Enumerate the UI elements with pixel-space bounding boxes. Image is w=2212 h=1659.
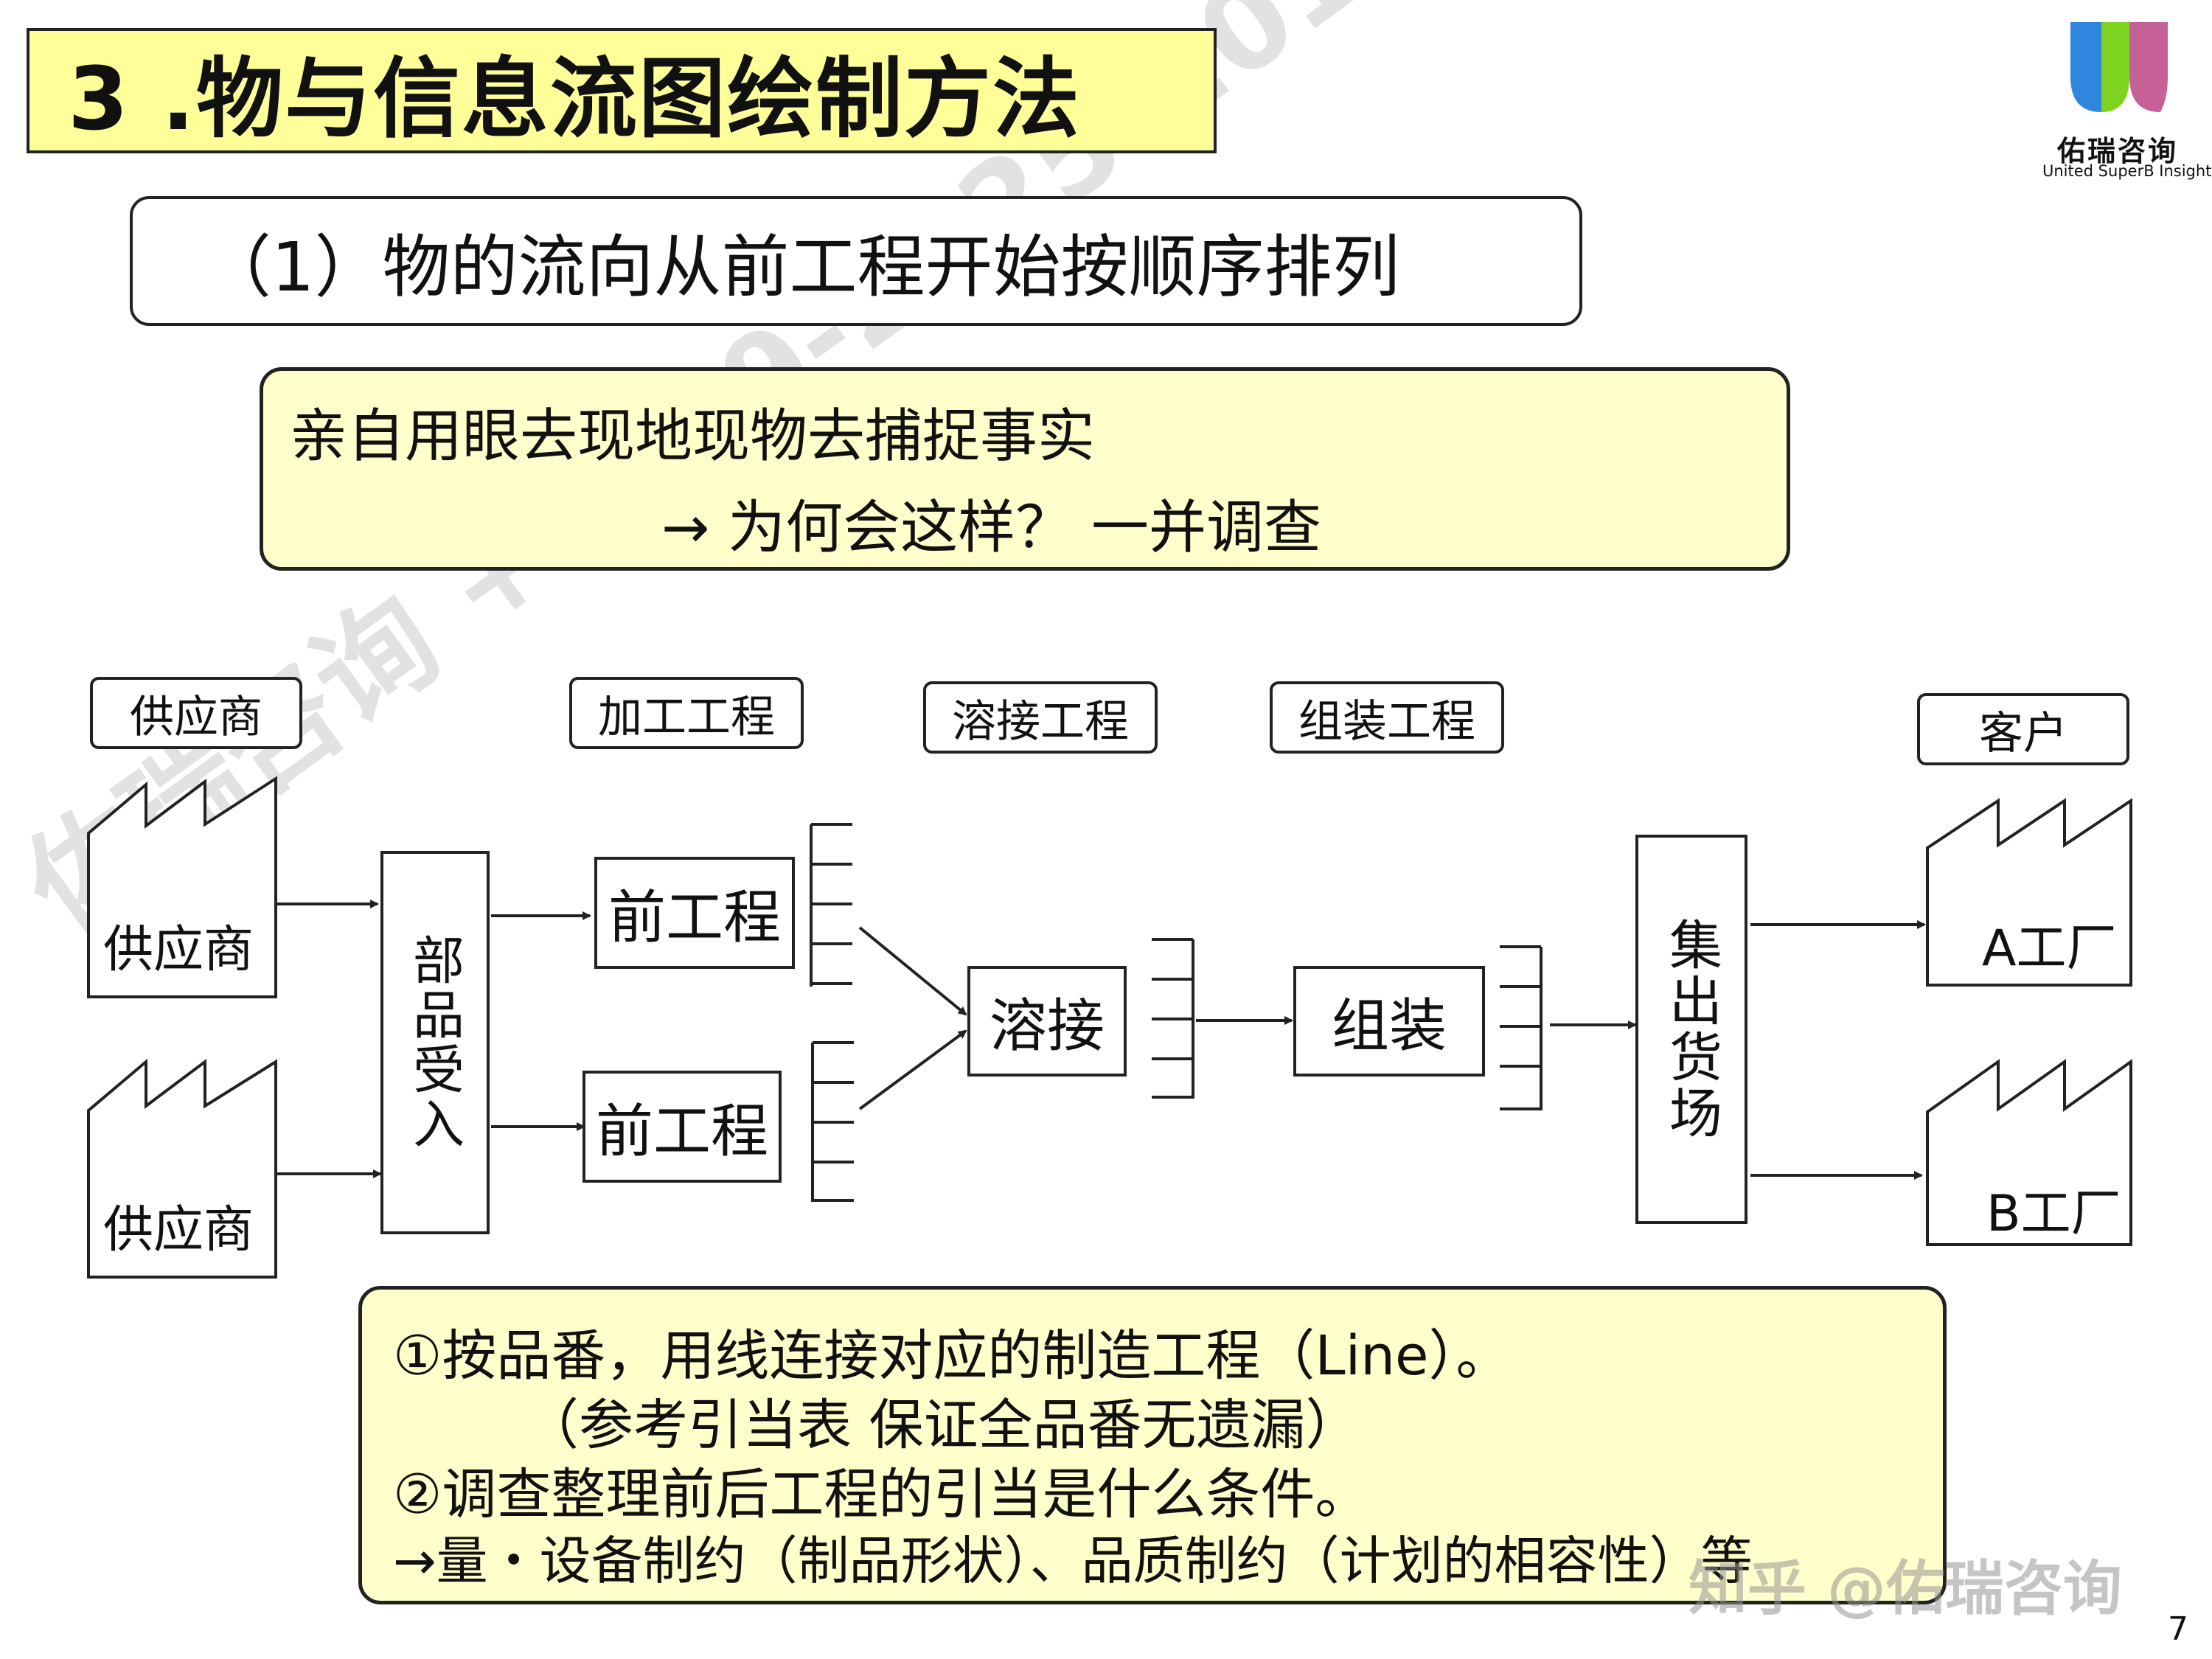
bottom-note-line3: ②调查整理前后工程的引当是什么条件。	[393, 1463, 1370, 1526]
factory-icon	[87, 1058, 277, 1279]
top-note: 亲自用眼去现地现物去捕捉事实 → 为何会这样？ 一并调查	[260, 367, 1790, 571]
arrow-pre2-to-welding	[858, 1029, 967, 1110]
top-note-line2: → 为何会这样？ 一并调查	[661, 495, 1321, 561]
watermark-zhihu: 知乎 @佑瑞咨询	[1688, 1554, 2122, 1623]
factory-icon	[1926, 798, 2132, 987]
logo: 佑瑞咨询 United SuperB Insight	[2042, 18, 2211, 180]
welding-box: 溶接	[967, 966, 1127, 1077]
factory-a-label: A工厂	[1982, 919, 2117, 978]
logo-english: United SuperB Insight	[2042, 162, 2212, 180]
shipping-yard-box: 集出货场	[1635, 835, 1747, 1224]
receiving-box: 部品受入	[380, 851, 490, 1234]
logo-mark-icon	[2070, 22, 2168, 112]
header-supplier: 供应商	[90, 677, 302, 749]
bottom-note-line1: ①按品番，用线连接对应的制造工程（Line）。	[393, 1324, 1511, 1388]
bottom-note-line2: （参考引当表 保证全品番无遗漏）	[524, 1394, 1360, 1457]
receiving-label: 部品受入	[404, 933, 465, 1152]
inventory-rack-icon	[1500, 945, 1543, 1110]
header-assembly-process: 组装工程	[1270, 681, 1504, 754]
top-note-line1: 亲自用眼去现地现物去捕捉事实	[290, 403, 1096, 470]
header-processing: 加工工程	[569, 677, 804, 749]
factory-b-label: B工厂	[1986, 1185, 2121, 1243]
subtitle-box: （1）物的流向从前工程开始按顺序排列	[130, 196, 1582, 326]
bottom-note-line4: →量・设备制约（制品形状）、品质制约（计划的相容性）等	[393, 1531, 1753, 1591]
supplier-1-label: 供应商	[103, 921, 254, 979]
arrow-pre1-to-welding	[858, 926, 967, 1016]
header-customer: 客户	[1917, 693, 2129, 765]
supplier-2-label: 供应商	[103, 1201, 254, 1259]
factory-icon	[1926, 1059, 2132, 1246]
inventory-rack-icon	[810, 823, 852, 987]
pre-process-2-box: 前工程	[582, 1071, 782, 1183]
assembly-box: 组装	[1293, 966, 1485, 1077]
factory-icon	[87, 776, 277, 998]
bottom-note: ①按品番，用线连接对应的制造工程（Line）。 （参考引当表 保证全品番无遗漏）…	[358, 1286, 1947, 1604]
title-banner: 3 .物与信息流图绘制方法	[27, 28, 1217, 153]
shipping-yard-label: 集出货场	[1660, 917, 1722, 1141]
page-title: 3 .物与信息流图绘制方法	[68, 47, 1082, 150]
inventory-rack-icon	[811, 1041, 854, 1202]
subtitle: （1）物的流向从前工程开始按顺序排列	[204, 227, 1400, 307]
header-welding-process: 溶接工程	[923, 681, 1158, 754]
logo-name: 佑瑞咨询	[2057, 135, 2179, 167]
inventory-rack-icon	[1152, 938, 1194, 1099]
page-number: 7	[2168, 1610, 2188, 1648]
pre-process-1-box: 前工程	[594, 857, 795, 969]
